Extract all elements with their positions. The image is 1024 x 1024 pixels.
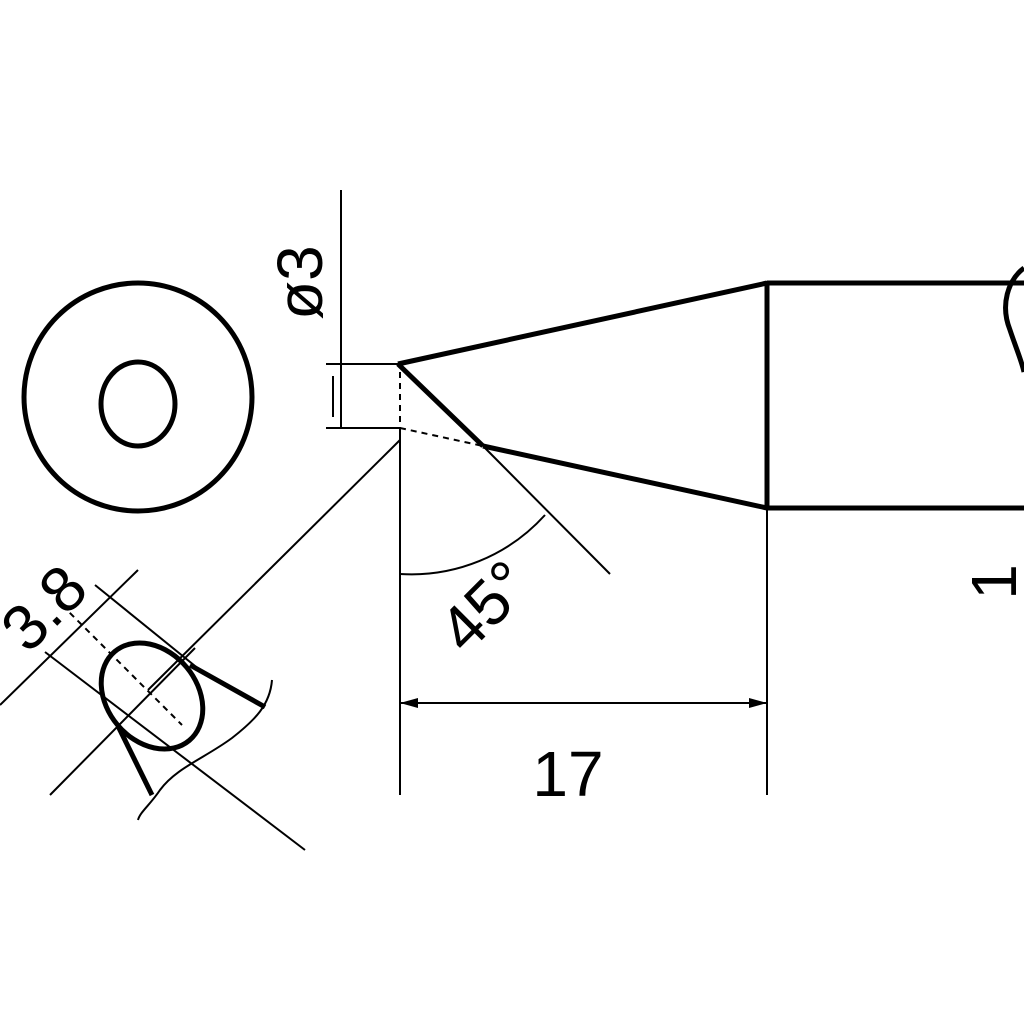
diameter-label: ø3 [264, 245, 336, 320]
angle-label: 45° [425, 547, 544, 666]
tip-side-view [396, 266, 1024, 511]
end-view-outer-circle [21, 280, 255, 514]
bevel-detail-view: 3.8 [0, 439, 401, 851]
cut-off-dimension-label: 1 [958, 564, 1024, 600]
length-arrow-left [400, 698, 418, 708]
end-view [21, 280, 255, 514]
detail-dim-cross-1 [0, 569, 139, 706]
length-label: 17 [532, 738, 603, 810]
angle-arc [399, 514, 546, 576]
detail-center-mark [61, 604, 183, 726]
detail-dim-cross-2 [49, 647, 196, 796]
detail-ext-line-2 [94, 584, 201, 671]
detail-ext-line-1 [44, 651, 306, 851]
tip-hidden-edge [399, 427, 484, 447]
length-dimension: 17 [400, 510, 768, 810]
detail-edge-lower [115, 724, 155, 797]
tip-taper-lower [482, 443, 768, 511]
end-view-inner-ellipse [98, 359, 178, 449]
detail-edge-upper [188, 662, 267, 710]
detail-break-curve [137, 679, 273, 821]
tip-bevel-face [396, 362, 485, 448]
angle-bevel-extension [482, 445, 611, 575]
tip-taper-upper [397, 280, 768, 367]
diameter-dimension: ø3 [264, 190, 400, 429]
length-arrow-right [749, 698, 767, 708]
shaft-break-curve [1003, 266, 1024, 373]
detail-leader [147, 439, 401, 691]
bevel-width-label: 3.8 [0, 551, 101, 665]
detail-bevel-ellipse [98, 640, 206, 752]
